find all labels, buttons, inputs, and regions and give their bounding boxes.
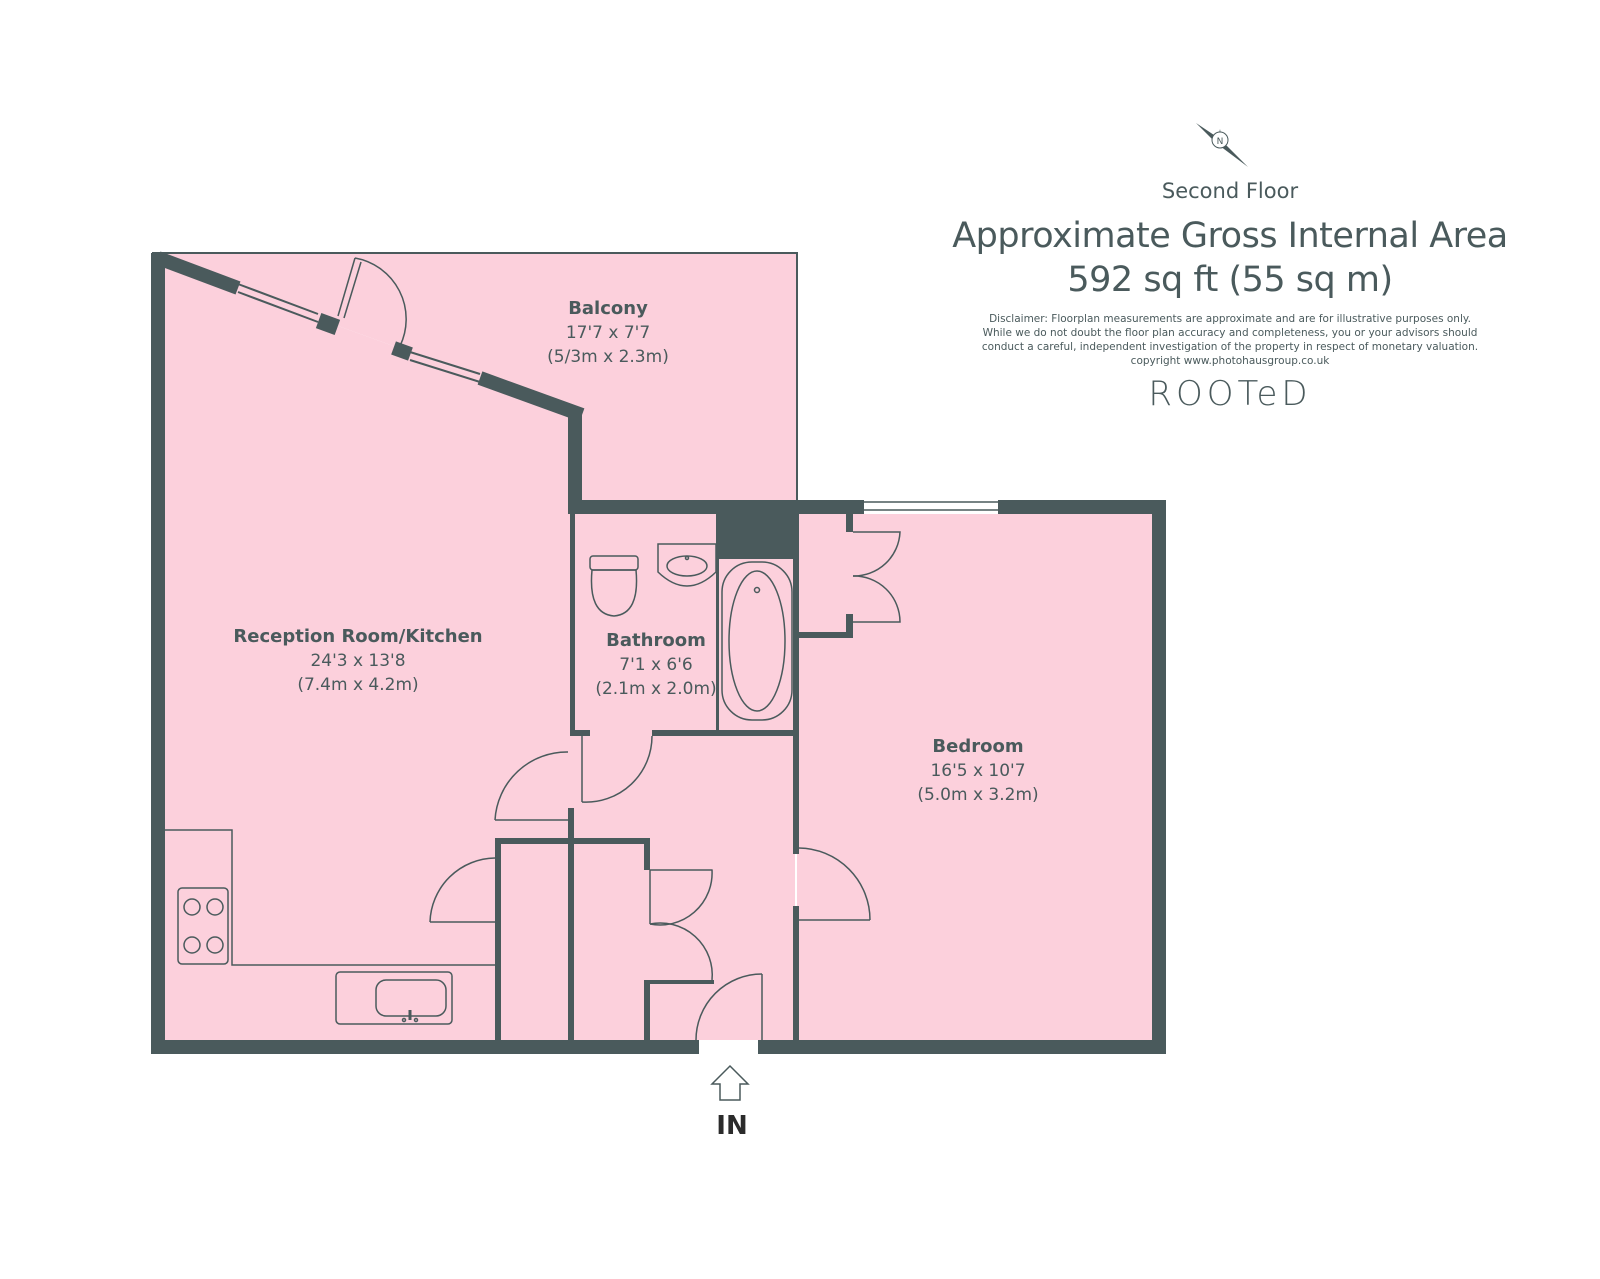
entrance-label: IN [716, 1111, 747, 1141]
bedroom-window [864, 501, 998, 511]
bedroom-door-swing [798, 847, 871, 921]
disclaimer-line: Disclaimer: Floorplan measurements are a… [989, 313, 1471, 325]
kitchen-units [165, 829, 495, 1025]
reception-door-swing [494, 751, 569, 821]
hall-floor [575, 734, 795, 1040]
balcony-floor [152, 253, 797, 500]
bathroom-door-swing [581, 735, 653, 803]
bedroom-name: Bedroom [932, 736, 1023, 757]
svg-text:N: N [1217, 137, 1224, 147]
outer-walls [151, 253, 1166, 1054]
area-title: Approximate Gross Internal Area [952, 216, 1508, 256]
bathroom-name: Bathroom [606, 630, 706, 651]
toilet-bowl [590, 569, 638, 617]
compass-icon: N [1196, 123, 1248, 167]
balcony-dim-metric: (5/3m x 2.3m) [547, 347, 669, 367]
internal-walls [495, 514, 853, 1040]
area-value: 592 sq ft (55 sq m) [1067, 260, 1393, 300]
floor-name: Second Floor [1161, 179, 1299, 203]
room-labels: Balcony 17'7 x 7'7 (5/3m x 2.3m) Recepti… [233, 298, 1038, 1141]
entrance-arrow [710, 1064, 750, 1101]
floor-fills [152, 253, 1155, 1040]
area-info: Second Floor Approximate Gross Internal … [940, 110, 1520, 414]
entrance-door-swing [695, 973, 763, 1041]
bedroom-dim-metric: (5.0m x 3.2m) [917, 785, 1038, 805]
disclaimer-line: While we do not doubt the floor plan acc… [982, 327, 1478, 339]
hob [177, 887, 229, 965]
diagonal-wall [155, 251, 585, 422]
washbasin [657, 543, 717, 587]
balcony-name: Balcony [568, 298, 648, 319]
bedroom-floor [797, 514, 1155, 1040]
kitchen-sink [335, 971, 453, 1025]
bedroom-dim-imperial: 16'5 x 10'7 [930, 761, 1025, 781]
balcony-outline [152, 252, 798, 500]
reception-name: Reception Room/Kitchen [233, 626, 482, 647]
bathroom-fixtures [589, 543, 793, 721]
bathtub [721, 561, 793, 721]
reception-dim-metric: (7.4m x 4.2m) [297, 675, 418, 695]
disclaimer: Disclaimer: Floorplan measurements are a… [940, 312, 1520, 368]
door-post [391, 341, 413, 361]
doors [429, 531, 901, 1041]
reception-dim-imperial: 24'3 x 13'8 [310, 651, 405, 671]
balcony-door[interactable] [337, 257, 407, 347]
disclaimer-line: copyright www.photohausgroup.co.uk [1130, 355, 1330, 367]
reception-floor [162, 262, 575, 1040]
balcony-dim-imperial: 17'7 x 7'7 [566, 323, 650, 343]
bathroom-dim-imperial: 7'1 x 6'6 [619, 655, 692, 675]
disclaimer-line: conduct a careful, independent investiga… [981, 341, 1479, 353]
bathroom-dim-metric: (2.1m x 2.0m) [595, 679, 716, 699]
door-post [315, 313, 341, 335]
brand-logo: ROOTeD [1148, 374, 1312, 414]
